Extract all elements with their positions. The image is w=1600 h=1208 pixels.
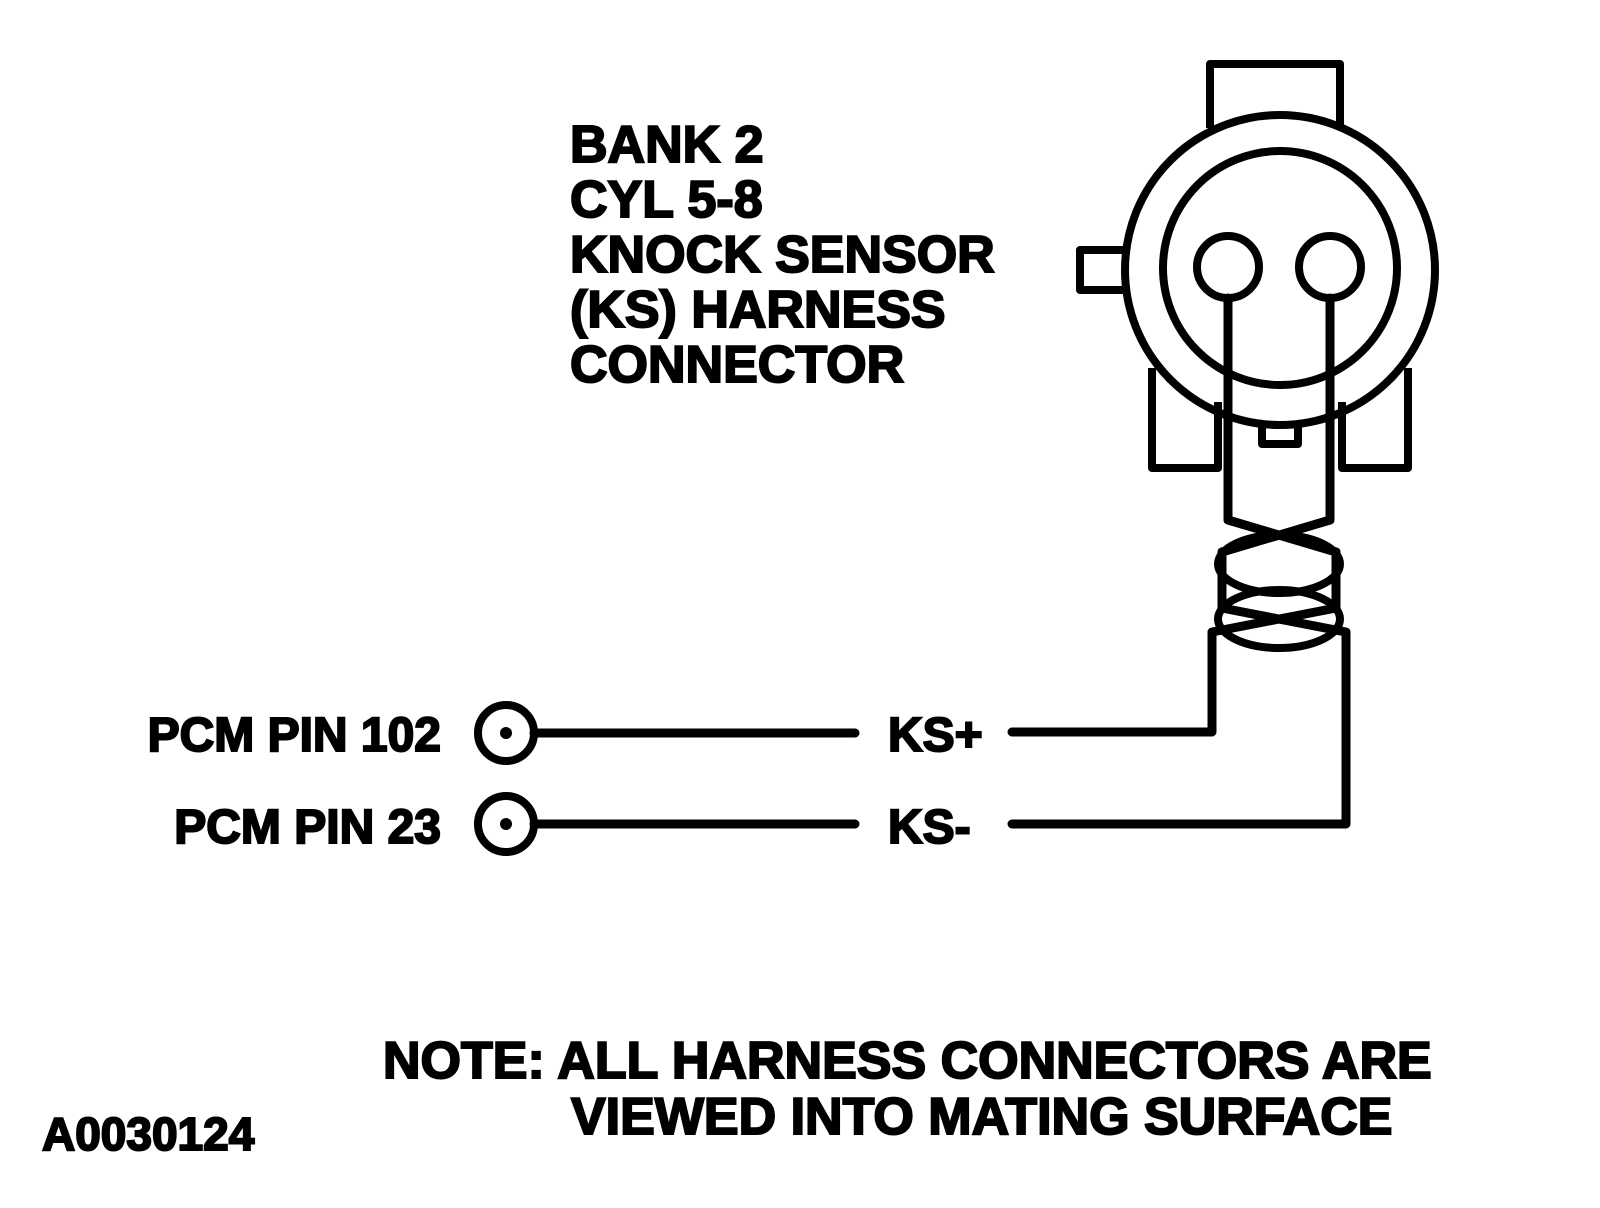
note-line-2: VIEWED INTO MATING SURFACE [571,1088,1392,1146]
pcm-pin-23-label: PCM PIN 23 [174,801,441,854]
terminal-1 [1193,232,1263,302]
figure-id: A0030124 [42,1108,255,1160]
connector-left-leg [1148,368,1222,472]
connector-latch [1206,60,1344,128]
twist-loop-1 [1214,531,1344,597]
harness-connector [1076,60,1439,472]
signal-ks-plus-label: KS+ [888,709,983,762]
mating-surface-note: NOTE: ALL HARNESS CONNECTORS ARE VIEWED … [382,1031,1433,1147]
twist-loop-2 [1214,586,1344,652]
twisted-pair-harness [1007,293,1351,829]
pcm-pin-23-terminal [474,792,860,856]
connector-mating-face [1159,147,1401,389]
title-line-1: BANK 2 [570,116,764,174]
pcm-pin-102-dot [500,727,512,739]
pcm-pin-23-dot [500,818,512,830]
connector-key [1258,424,1302,448]
wire-ks-minus [1007,293,1351,829]
connector-side-tab [1076,246,1130,294]
title-line-4: (KS) HARNESS [570,281,946,339]
title-line-3: KNOCK SENSOR [570,226,995,284]
signal-ks-minus-label: KS- [888,801,971,854]
note-line-1: NOTE: ALL HARNESS CONNECTORS ARE [383,1032,1432,1090]
terminal-2 [1295,232,1365,302]
pcm-pin-102-terminal [474,701,860,765]
connector-body [1121,111,1439,429]
title-line-2: CYL 5-8 [570,171,763,229]
connector-title: BANK 2 CYL 5-8 KNOCK SENSOR (KS) HARNESS… [569,115,996,395]
connector-right-leg [1338,368,1412,472]
wire-ks-plus [1007,293,1341,737]
pcm-pin-102-label: PCM PIN 102 [148,709,441,762]
title-line-5: CONNECTOR [570,336,904,394]
